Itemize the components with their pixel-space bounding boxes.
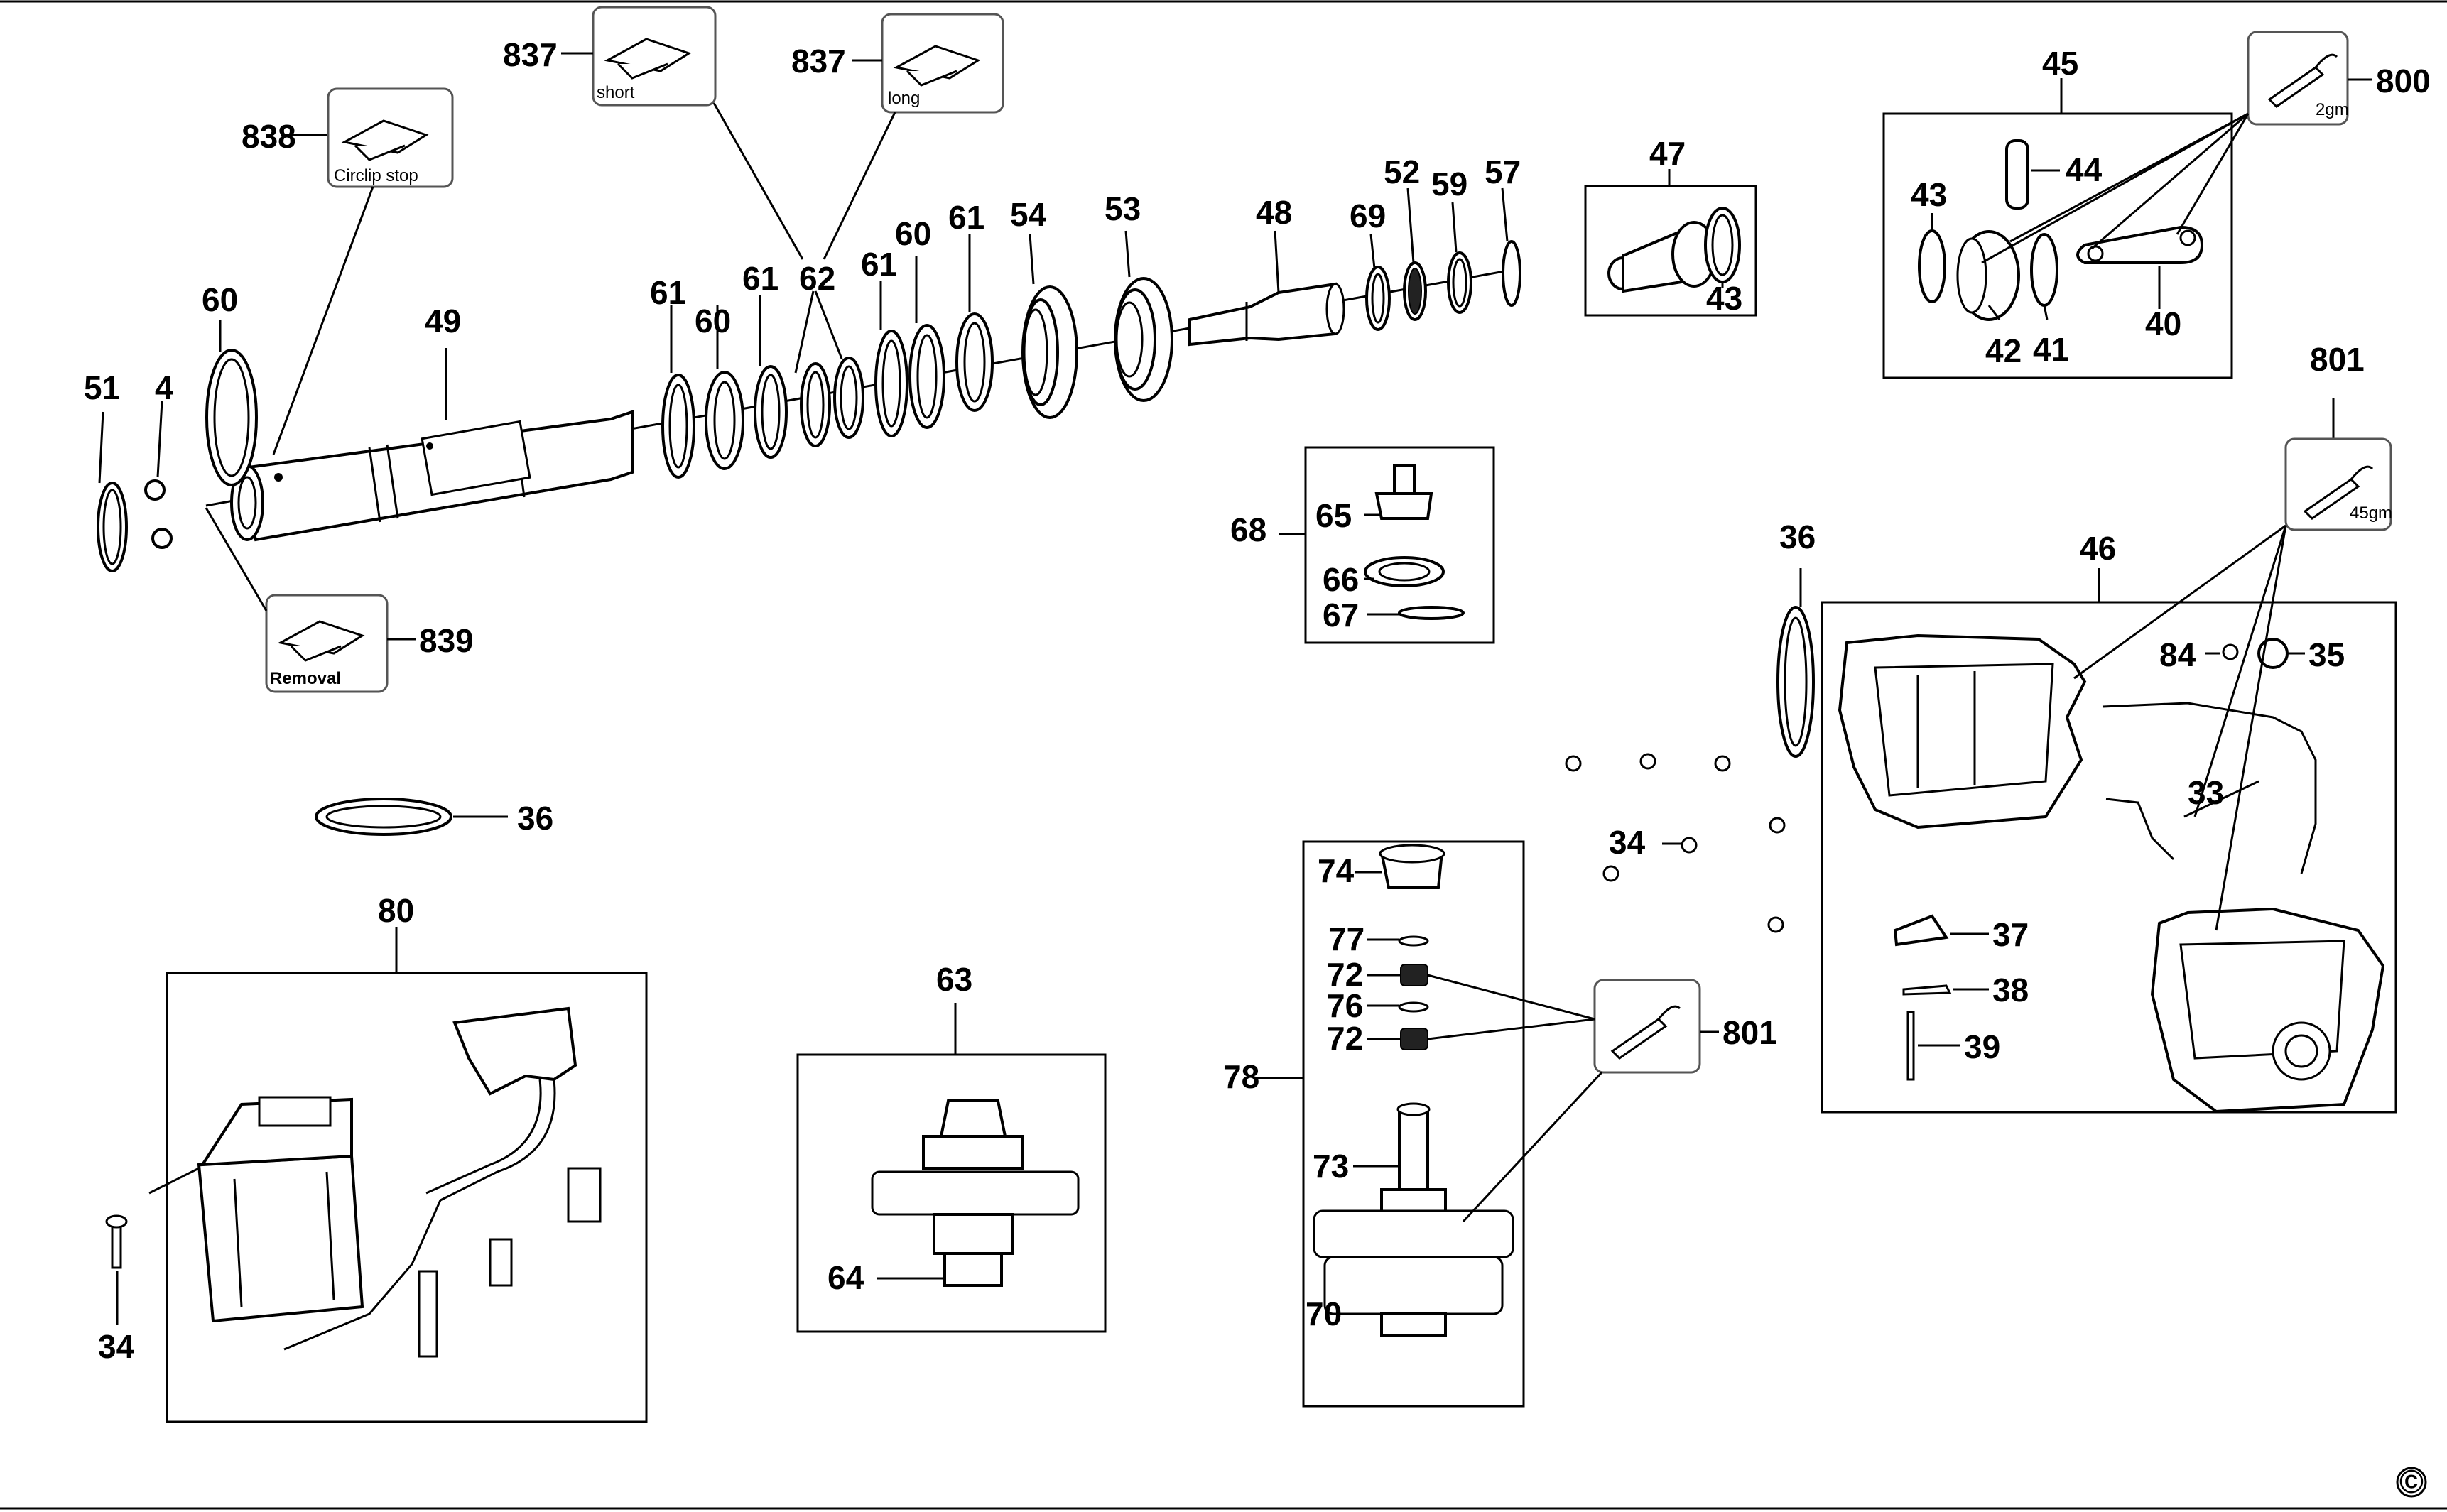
screws-34 [1565,753,1786,933]
label-39: 39 [1964,1028,2000,1065]
label-839: 839 [419,622,474,659]
label-70: 70 [1306,1295,1342,1332]
label-72: 72 [1327,1020,1363,1057]
label-46: 46 [2080,530,2116,567]
label-36: 36 [1779,518,1816,555]
ball-4 [144,479,166,501]
label-61: 61 [948,199,984,236]
label-72: 72 [1327,956,1363,993]
label-837-short: 837 [503,36,558,73]
label-38: 38 [1992,972,2029,1008]
tool-icon-838: Circlip stop [327,87,454,188]
grease-icon-801-lower [1427,974,1719,1223]
barrel-assembly [97,240,1521,572]
label-838: 838 [242,118,296,155]
label-60: 60 [895,215,931,252]
label-43: 43 [1911,176,1947,213]
grease-icon-800: 2gm [1981,31,2372,264]
label-47: 47 [1649,135,1686,172]
label-4: 4 [155,369,173,406]
label-52: 52 [1384,153,1420,190]
box-68 [1279,446,1495,644]
box-80 [105,927,648,1423]
box-78 [1257,840,1525,1408]
label-48: 48 [1256,194,1292,231]
label-59: 59 [1431,165,1467,202]
part-labels: 51 4 60 49 838 837 837 839 61 60 61 62 6… [84,36,2431,1365]
label-837-long: 837 [791,43,846,80]
label-62: 62 [799,260,835,297]
label-61: 61 [650,274,686,311]
label-34: 34 [1609,824,1646,861]
label-35: 35 [2308,636,2345,673]
label-42: 42 [1985,332,2022,369]
box-47 [1584,169,1757,317]
label-57: 57 [1485,153,1521,190]
label-49: 49 [425,303,461,339]
label-77: 77 [1328,920,1364,957]
copyright-symbol: © [2399,1463,2424,1500]
label-43: 43 [1706,280,1742,317]
tool-icon-837-long: long [881,13,1004,114]
label-45: 45 [2042,45,2078,82]
removal-caption: Removal [270,669,341,688]
label-800: 800 [2376,62,2431,99]
circlip-stop-caption: Circlip stop [334,166,418,185]
leader-lines [98,52,1509,641]
label-37: 37 [1992,916,2029,953]
long-caption: long [888,89,920,108]
label-74: 74 [1318,852,1355,889]
label-801: 801 [1722,1014,1777,1051]
box-63 [796,1003,1107,1333]
label-60: 60 [695,303,731,339]
label-64: 64 [828,1259,864,1296]
label-73: 73 [1313,1148,1349,1185]
label-801: 801 [2310,341,2365,378]
short-caption: short [597,83,635,102]
label-60: 60 [202,281,238,318]
label-41: 41 [2033,331,2069,368]
label-53: 53 [1105,190,1141,227]
label-61: 61 [861,246,897,283]
ring-51 [97,482,128,572]
label-40: 40 [2145,305,2181,342]
label-65: 65 [1315,497,1352,534]
label-51: 51 [84,369,120,406]
label-33: 33 [2188,774,2224,811]
ring-60-left [205,349,258,486]
label-61: 61 [742,260,778,297]
label-76: 76 [1327,987,1363,1024]
grease-45gm-caption: 45gm [2350,504,2392,523]
label-67: 67 [1323,597,1359,633]
label-34: 34 [98,1328,135,1365]
grease-icon-801-upper: 45gm [2073,398,2392,931]
ring-36-left [315,798,508,836]
tool-icon-837-short: short [592,6,717,107]
tool-icon-839: Removal [265,594,389,693]
box-45 [1882,78,2233,379]
label-78: 78 [1223,1058,1259,1095]
label-63: 63 [936,961,972,998]
label-80: 80 [378,892,414,929]
label-68: 68 [1230,511,1266,548]
label-36: 36 [517,800,553,837]
box-46 [1776,568,2397,1114]
label-44: 44 [2066,151,2103,188]
ring-36-right [1776,606,1815,758]
copyright-mark: © [2396,1463,2427,1500]
label-54: 54 [1010,196,1047,233]
grease-2gm-caption: 2gm [2316,100,2349,119]
label-84: 84 [2159,636,2196,673]
label-69: 69 [1350,197,1386,234]
label-66: 66 [1323,561,1359,598]
